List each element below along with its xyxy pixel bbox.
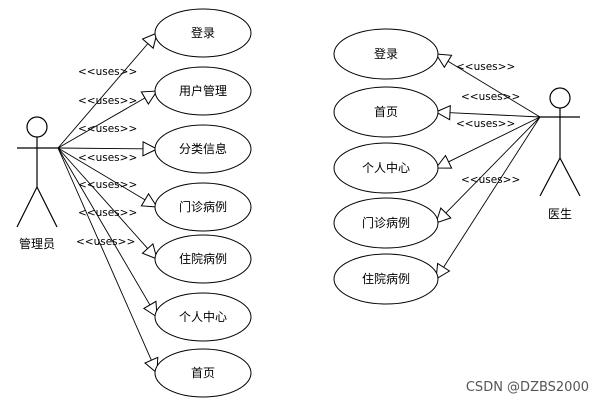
admin-usecase-2: 用户管理 — [154, 66, 252, 116]
doctor-association-3-line — [448, 116, 541, 163]
admin-association-1 — [57, 32, 158, 149]
doctor-stereotype-label-4: <<uses>> — [461, 174, 520, 186]
admin-association-5 — [57, 147, 158, 260]
admin-usecase-1: 登录 — [154, 8, 252, 58]
doctor-association-5 — [435, 116, 541, 280]
admin-actor: 管理员 — [16, 116, 58, 251]
admin-association-4-line — [57, 147, 146, 201]
admin-association-2-arrowhead-icon — [140, 90, 158, 106]
doctor-association-5-arrowhead-icon — [435, 262, 451, 280]
doctor-stereotype-label-3: <<uses>> — [456, 118, 515, 130]
admin-association-4 — [57, 147, 158, 208]
admin-association-5-arrowhead-icon — [141, 242, 158, 260]
doctor-actor-head — [549, 87, 571, 109]
doctor-association-4 — [435, 116, 541, 224]
admin-usecase-5: 住院病例 — [154, 234, 252, 284]
admin-association-2 — [57, 90, 158, 149]
admin-association-3-line — [57, 147, 144, 150]
watermark: CSDN @DZBS2000 — [465, 380, 589, 395]
admin-usecase-6: 个人中心 — [154, 292, 252, 342]
admin-association-3 — [57, 141, 159, 157]
admin-usecase-2-ellipse — [154, 66, 252, 116]
doctor-actor-right-leg — [559, 157, 581, 197]
doctor-usecase-2: 首页 — [333, 86, 439, 138]
doctor-association-2-line — [449, 112, 541, 118]
doctor-usecase-1-label: 登录 — [374, 46, 398, 61]
doctor-actor-left-leg — [539, 157, 561, 197]
admin-stereotype-label-4: <<uses>> — [78, 152, 137, 164]
admin-association-1-arrowhead-icon — [141, 32, 158, 50]
admin-usecase-7: 首页 — [154, 348, 252, 398]
doctor-usecase-5-ellipse — [333, 253, 439, 305]
doctor-usecase-3: 个人中心 — [333, 142, 439, 194]
admin-association-5-line — [57, 147, 149, 249]
doctor-association-3-arrowhead-icon — [434, 154, 453, 169]
doctor-usecase-4: 门诊病例 — [333, 197, 439, 249]
admin-association-6-arrowhead-icon — [142, 300, 158, 318]
doctor-association-3 — [434, 116, 541, 169]
doctor-usecase-5-label: 住院病例 — [362, 271, 410, 286]
doctor-association-1 — [435, 53, 541, 118]
admin-usecase-5-label: 住院病例 — [179, 251, 227, 266]
admin-association-4-arrowhead-icon — [140, 192, 158, 208]
doctor-association-5-line — [443, 116, 541, 268]
stereotype-label-layer: <<uses>> <<uses>> <<uses>> <<uses>> <<uses>>… — [76, 61, 520, 248]
admin-stereotype-label-6: <<uses>> — [78, 207, 137, 219]
doctor-association-1-line — [447, 60, 541, 118]
admin-association-6-line — [57, 147, 151, 306]
admin-usecase-6-ellipse — [154, 292, 252, 342]
admin-actor-head — [26, 116, 48, 138]
association-layer — [57, 32, 541, 375]
doctor-usecase-4-label: 门诊病例 — [362, 215, 410, 230]
admin-stereotype-label-2: <<uses>> — [78, 95, 137, 107]
doctor-usecase-4-ellipse — [333, 197, 439, 249]
admin-usecase-7-ellipse — [154, 348, 252, 398]
doctor-association-2 — [434, 104, 541, 121]
admin-usecase-3-label: 分类信息 — [179, 141, 227, 156]
admin-stereotype-label-7: <<uses>> — [76, 236, 135, 248]
doctor-usecase-3-ellipse — [333, 142, 439, 194]
admin-usecase-4-label: 门诊病例 — [179, 199, 227, 214]
admin-usecase-3: 分类信息 — [154, 124, 252, 174]
admin-actor-left-leg — [16, 186, 38, 228]
doctor-usecase-2-label: 首页 — [374, 105, 398, 119]
admin-usecase-3-ellipse — [154, 124, 252, 174]
admin-usecase-1-label: 登录 — [191, 25, 215, 40]
admin-usecase-1-ellipse — [154, 8, 252, 58]
admin-stereotype-label-1: <<uses>> — [78, 66, 137, 78]
doctor-association-4-line — [445, 116, 541, 214]
doctor-association-1-arrowhead-icon — [435, 53, 453, 69]
doctor-association-2-arrowhead-icon — [434, 104, 451, 121]
admin-usecase-4: 门诊病例 — [154, 182, 252, 232]
doctor-usecase-3-label: 个人中心 — [362, 160, 410, 175]
doctor-stereotype-label-1: <<uses>> — [456, 61, 515, 73]
admin-stereotype-label-5: <<uses>> — [78, 179, 137, 191]
doctor-usecase-2-ellipse — [333, 86, 439, 138]
admin-usecase-2-label: 用户管理 — [179, 83, 227, 98]
admin-usecase-4-ellipse — [154, 182, 252, 232]
admin-association-6 — [57, 147, 158, 318]
admin-association-3-arrowhead-icon — [142, 141, 159, 157]
admin-association-1-line — [57, 43, 149, 149]
admin-association-2-line — [57, 97, 146, 149]
doctor-usecase-5: 住院病例 — [333, 253, 439, 305]
doctor-usecase-1-ellipse — [333, 28, 439, 80]
admin-association-7-line — [57, 147, 152, 361]
admin-actor-right-leg — [36, 186, 58, 228]
admin-stereotype-label-3: <<uses>> — [78, 123, 137, 135]
doctor-actor: 医生 — [538, 87, 581, 221]
doctor-usecase-1: 登录 — [333, 28, 439, 80]
doctor-association-4-arrowhead-icon — [435, 207, 452, 224]
admin-usecase-6-label: 个人中心 — [179, 309, 227, 324]
admin-usecase-7-label: 首页 — [191, 366, 215, 380]
doctor-actor-name: 医生 — [548, 207, 572, 221]
admin-usecase-5-ellipse — [154, 234, 252, 284]
admin-actor-name: 管理员 — [19, 236, 55, 251]
doctor-stereotype-label-2: <<uses>> — [461, 91, 520, 103]
